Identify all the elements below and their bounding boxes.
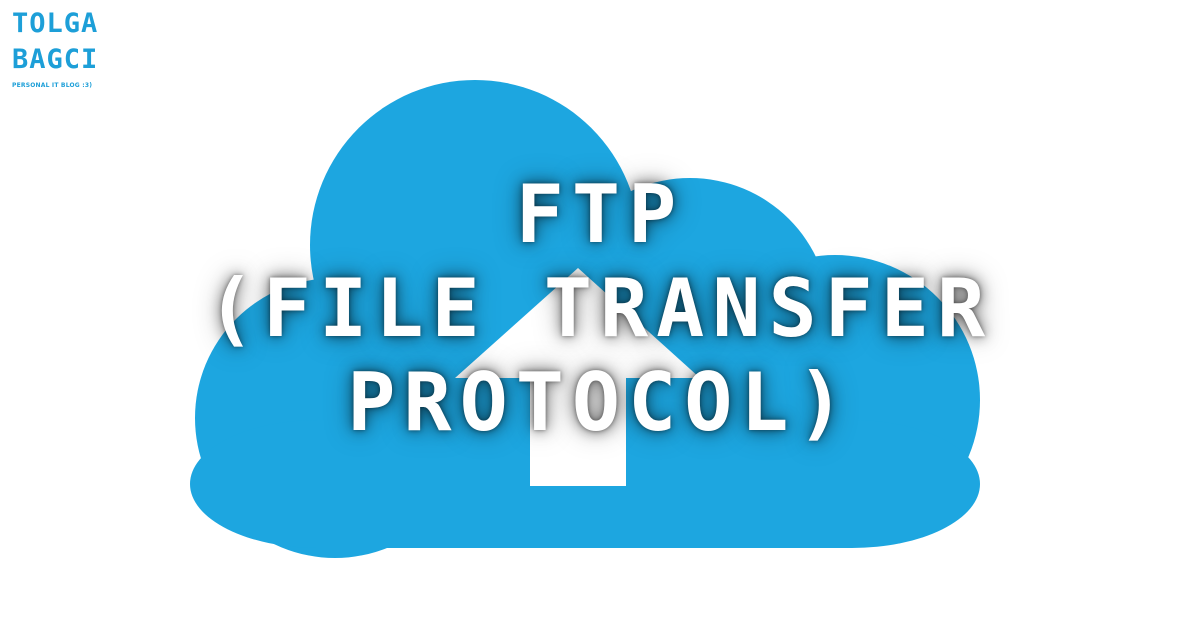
site-logo[interactable]: TOLGA BAGCI PERSONAL IT BLOG :3) xyxy=(12,10,132,95)
headline-line-3: PROTOCOL) xyxy=(347,356,853,449)
logo-line-second: BAGCI xyxy=(12,44,99,75)
headline-line-1: FTP xyxy=(515,168,685,261)
logo-line-first: TOLGA xyxy=(12,8,99,39)
upload-arrow-icon xyxy=(455,268,700,486)
logo-tagline: PERSONAL IT BLOG :3) xyxy=(12,82,93,89)
headline-line-2: (FILE TRANSFER xyxy=(206,262,994,355)
headline-title: FTP (FILE TRANSFER PROTOCOL) xyxy=(0,168,1200,450)
